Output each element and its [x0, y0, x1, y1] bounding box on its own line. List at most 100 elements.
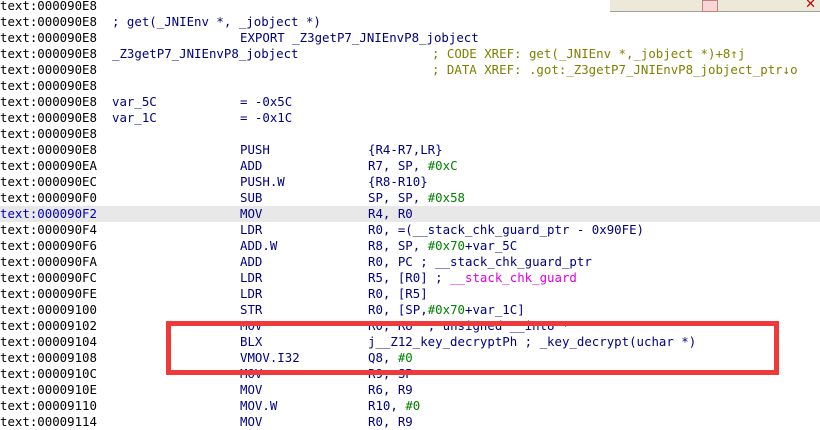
- operand-token: ;: [435, 270, 451, 285]
- instruction-operands[interactable]: R6, R9: [368, 382, 413, 398]
- instruction-mnemonic[interactable]: MOV: [240, 206, 263, 221]
- operand-token: j__Z12_key_decryptPh: [368, 334, 525, 349]
- toolbar-indicator[interactable]: [702, 0, 718, 12]
- listing-row[interactable]: text:00009108 VMOV.I32 Q8, #0: [0, 350, 820, 366]
- instruction-mnemonic[interactable]: ADD: [240, 158, 263, 173]
- listing-row[interactable]: text:000090EC PUSH.W {R8-R10}: [0, 174, 820, 190]
- instruction-operands[interactable]: R0, R9: [368, 414, 413, 430]
- operand-token: #0: [405, 398, 421, 413]
- instruction-operands[interactable]: SP, SP, #0x58: [368, 190, 465, 206]
- xref-comment: ; DATA XREF: .got:_Z3getP7_JNIEnvP8_jobj…: [432, 62, 798, 77]
- address-label: text:00009110: [0, 398, 97, 413]
- instruction-operands[interactable]: {R4-R7,LR}: [368, 142, 443, 158]
- instruction-mnemonic[interactable]: MOV.W: [240, 398, 278, 413]
- instruction-mnemonic[interactable]: ADD: [240, 254, 263, 269]
- address-label: text:000090FC: [0, 270, 97, 285]
- address-label: text:000090EA: [0, 158, 97, 173]
- instruction-mnemonic[interactable]: BLX: [240, 334, 263, 349]
- address-label: text:00009104: [0, 334, 97, 349]
- address-label: text:00009100: [0, 302, 97, 317]
- listing-row[interactable]: text:000090E8: [0, 126, 820, 142]
- operand-token: #0x58: [427, 190, 465, 205]
- listing-row[interactable]: text:000090F2 MOV R4, R0: [0, 206, 820, 222]
- instruction-operands[interactable]: R0, [R5]: [368, 286, 428, 302]
- address-label: text:000090E8: [0, 0, 97, 13]
- instruction-mnemonic[interactable]: PUSH.W: [240, 174, 285, 189]
- highlight-annotation-box: [166, 321, 779, 375]
- listing-row[interactable]: text:00009114 MOV R0, R9: [0, 414, 820, 430]
- operand-token: __stack_chk_guard: [450, 270, 577, 285]
- instruction-operands[interactable]: R5, [R0] ; __stack_chk_guard: [368, 270, 577, 286]
- operand-token: #0: [397, 350, 413, 365]
- listing-row[interactable]: text:000090EA ADD R7, SP, #0xC: [0, 158, 820, 174]
- window-title-strip: ✕: [610, 0, 820, 12]
- address-label: text:000090E8: [0, 62, 97, 77]
- instruction-mnemonic[interactable]: STR: [240, 302, 263, 317]
- listing-row[interactable]: text:00009104 BLX j__Z12_key_decryptPh ; _…: [0, 334, 820, 350]
- address-label: text:000090E8: [0, 46, 97, 61]
- listing-row[interactable]: text:000090E8_Z3getP7_JNIEnvP8_jobject; …: [0, 46, 820, 62]
- instruction-operands[interactable]: Q8, #0: [368, 350, 413, 366]
- instruction-operands[interactable]: R7, SP, #0xC: [368, 158, 458, 174]
- instruction-operands[interactable]: R4, R0: [368, 206, 413, 222]
- instruction-mnemonic[interactable]: VMOV.I32: [240, 350, 300, 365]
- instruction-operands[interactable]: {R8-R10}: [368, 174, 428, 190]
- listing-row[interactable]: text:000090E8 ; DATA XREF: .got:_Z3getP7_…: [0, 62, 820, 78]
- instruction-mnemonic[interactable]: LDR: [240, 270, 263, 285]
- operand-token: R0, [R5]: [368, 286, 428, 301]
- address-label: text:000090E8: [0, 30, 97, 45]
- listing-row[interactable]: text:000090F0 SUB SP, SP, #0x58: [0, 190, 820, 206]
- address-label: text:000090E8: [0, 126, 97, 141]
- listing-text: ; get(_JNIEnv *, _jobject *): [112, 14, 321, 29]
- operand-token: R10,: [368, 398, 406, 413]
- operand-token: R0, PC: [368, 254, 421, 269]
- address-label: text:000090F2: [0, 206, 97, 221]
- listing-row[interactable]: text:000090E8: [0, 78, 820, 94]
- instruction-mnemonic[interactable]: SUB: [240, 190, 263, 205]
- operand-token: R4, R0: [368, 206, 413, 221]
- address-label: text:00009114: [0, 414, 97, 429]
- operand-token: +var_1C]: [465, 302, 525, 317]
- operand-token: R8, SP,: [368, 238, 428, 253]
- xref-comment: ; CODE XREF: get(_JNIEnv *,_jobject *)+8…: [432, 46, 746, 61]
- instruction-mnemonic[interactable]: MOV: [240, 414, 263, 429]
- operand-token: R7, SP,: [368, 158, 428, 173]
- instruction-operands[interactable]: R8, SP, #0x70+var_5C: [368, 238, 517, 254]
- listing-row[interactable]: text:000090FC LDR R5, [R0] ; __stack_chk_g…: [0, 270, 820, 286]
- operand-token: #0x70: [427, 238, 465, 253]
- address-label: text:000090EC: [0, 174, 97, 189]
- instruction-operands[interactable]: R0, =(__stack_chk_guard_ptr - 0x90FE): [368, 222, 644, 238]
- listing-text: var_1C: [112, 110, 157, 125]
- listing-row[interactable]: text:000090E8; get(_JNIEnv *, _jobject *…: [0, 14, 820, 30]
- close-icon[interactable]: ✕: [805, 0, 816, 12]
- address-label: text:0000910E: [0, 382, 97, 397]
- instruction-mnemonic[interactable]: LDR: [240, 286, 263, 301]
- operand-token: #0x70: [427, 302, 465, 317]
- listing-row[interactable]: text:00009110 MOV.W R10, #0: [0, 398, 820, 414]
- operand-token: R0, R9: [368, 414, 413, 429]
- address-label: text:00009102: [0, 318, 97, 333]
- address-label: text:000090F0: [0, 190, 97, 205]
- operand-token: #0xC: [427, 158, 458, 173]
- address-label: text:000090E8: [0, 78, 97, 93]
- instruction-mnemonic[interactable]: LDR: [240, 222, 263, 237]
- instruction-mnemonic[interactable]: ADD.W: [240, 238, 278, 253]
- listing-row[interactable]: text:0000910E MOV R6, R9: [0, 382, 820, 398]
- address-label: text:00009108: [0, 350, 97, 365]
- listing-row[interactable]: text:000090E8: [0, 0, 820, 14]
- instruction-operands[interactable]: j__Z12_key_decryptPh ; _key_decrypt(ucha…: [368, 334, 696, 350]
- listing-row[interactable]: text:00009100 STR R0, [SP,#0x70+var_1C]: [0, 302, 820, 318]
- instruction-mnemonic[interactable]: MOV: [240, 382, 263, 397]
- instruction-operands[interactable]: R0, PC ; __stack_chk_guard_ptr: [368, 254, 592, 270]
- instruction-mnemonic[interactable]: PUSH: [240, 142, 270, 157]
- instruction-operands[interactable]: R0, [SP,#0x70+var_1C]: [368, 302, 525, 318]
- instruction-operands[interactable]: R10, #0: [368, 398, 420, 414]
